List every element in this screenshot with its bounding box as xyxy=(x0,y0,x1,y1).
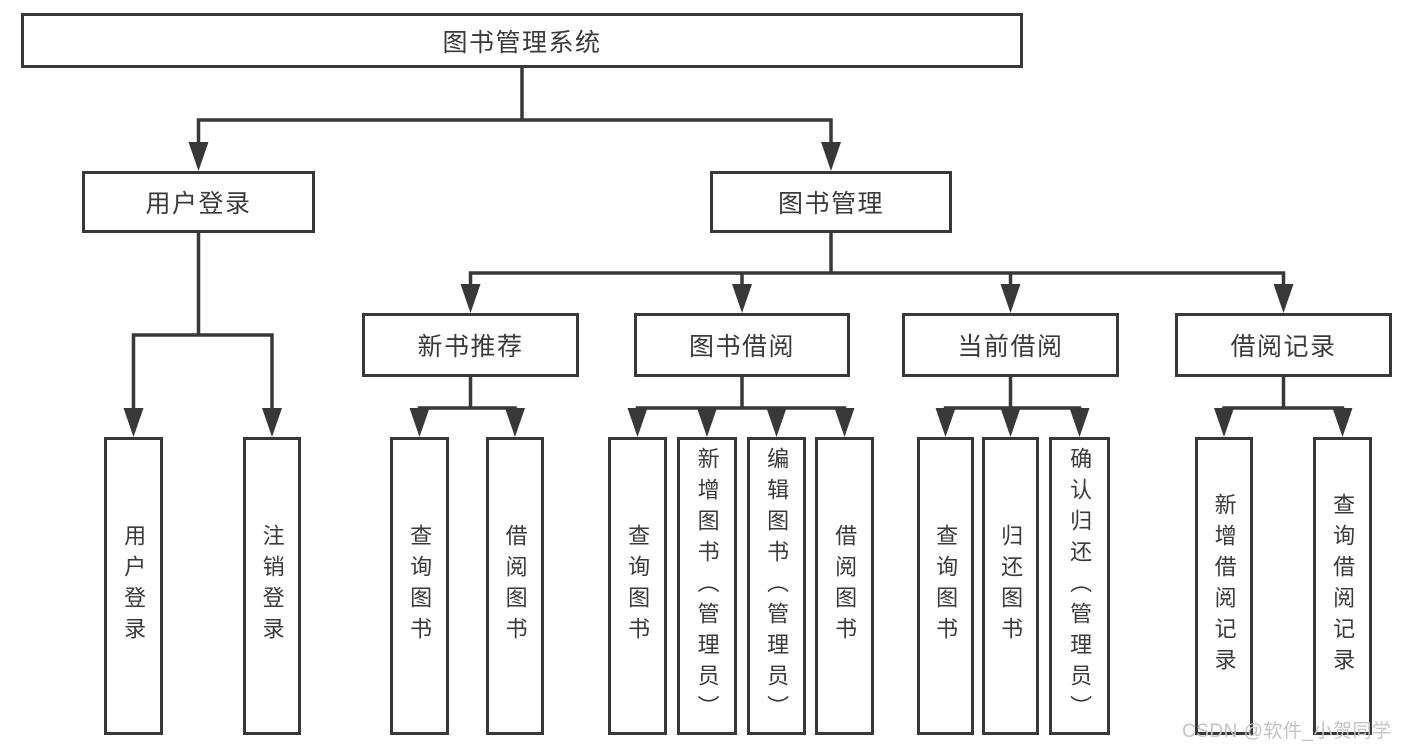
leaf-records-add-borrow-record: 新增借阅记录 xyxy=(1195,437,1253,735)
leaf-records-add-borrow-record-label: 新增借阅记录 xyxy=(1211,493,1237,679)
leaf-records-query-borrow-record-label: 查询借阅记录 xyxy=(1330,493,1356,679)
leaf-borrow-add-books-admin-label: 新增图书（管理员） xyxy=(694,446,720,726)
leaf-borrow-query-books: 查询图书 xyxy=(608,437,667,735)
leaf-login-logout: 注销登录 xyxy=(243,437,301,735)
leaf-recommend-borrow-books: 借阅图书 xyxy=(486,437,544,735)
node-book-management-label: 图书管理 xyxy=(777,190,884,218)
connector-login-to-leaves xyxy=(123,231,282,437)
connector-borrow-to-leaves xyxy=(627,375,855,437)
leaf-borrow-edit-books-admin: 编辑图书（管理员） xyxy=(747,437,806,735)
leaf-recommend-query-books: 查询图书 xyxy=(390,437,449,735)
node-new-book-recommend: 新书推荐 xyxy=(362,313,579,377)
connector-records-to-leaves xyxy=(1214,375,1353,437)
node-root-label: 图书管理系统 xyxy=(442,28,602,57)
leaf-recommend-borrow-books-label: 借阅图书 xyxy=(502,524,528,648)
leaf-recommend-query-books-label: 查询图书 xyxy=(407,524,433,648)
leaf-login-logout-label: 注销登录 xyxy=(259,524,285,648)
node-borrow-records: 借阅记录 xyxy=(1175,313,1392,377)
leaf-current-query-books: 查询图书 xyxy=(917,437,974,735)
node-user-login: 用户登录 xyxy=(82,171,315,233)
node-current-borrow: 当前借阅 xyxy=(902,313,1119,377)
leaf-borrow-edit-books-admin-label: 编辑图书（管理员） xyxy=(764,446,790,726)
node-new-book-recommend-label: 新书推荐 xyxy=(417,333,524,361)
leaf-records-query-borrow-record: 查询借阅记录 xyxy=(1313,437,1372,735)
connector-current-to-leaves xyxy=(935,375,1090,437)
node-book-borrow-label: 图书借阅 xyxy=(688,333,795,361)
leaf-borrow-add-books-admin: 新增图书（管理员） xyxy=(677,437,737,735)
leaf-borrow-query-books-label: 查询图书 xyxy=(625,524,651,648)
leaf-current-return-books: 归还图书 xyxy=(982,437,1039,735)
node-borrow-records-label: 借阅记录 xyxy=(1230,333,1337,361)
leaf-current-query-books-label: 查询图书 xyxy=(933,524,959,648)
connector-management-to-level3 xyxy=(460,231,1294,313)
leaf-login-user-login: 用户登录 xyxy=(104,437,163,735)
leaf-borrow-borrow-books: 借阅图书 xyxy=(815,437,874,735)
connector-recommend-to-leaves xyxy=(409,375,525,437)
connector-root-to-level2 xyxy=(188,64,841,171)
leaf-current-confirm-return-admin: 确认归还（管理员） xyxy=(1049,437,1110,735)
leaf-login-user-login-label: 用户登录 xyxy=(121,524,147,648)
leaf-current-confirm-return-admin-label: 确认归还（管理员） xyxy=(1067,446,1093,726)
csdn-watermark: CSDN @软件_小贺同学 xyxy=(1182,721,1392,742)
node-root: 图书管理系统 xyxy=(21,13,1023,68)
node-current-borrow-label: 当前借阅 xyxy=(957,333,1064,361)
leaf-borrow-borrow-books-label: 借阅图书 xyxy=(832,524,858,648)
leaf-current-return-books-label: 归还图书 xyxy=(998,524,1024,648)
node-book-borrow: 图书借阅 xyxy=(634,313,850,377)
node-user-login-label: 用户登录 xyxy=(145,190,252,218)
node-book-management: 图书管理 xyxy=(710,171,952,233)
